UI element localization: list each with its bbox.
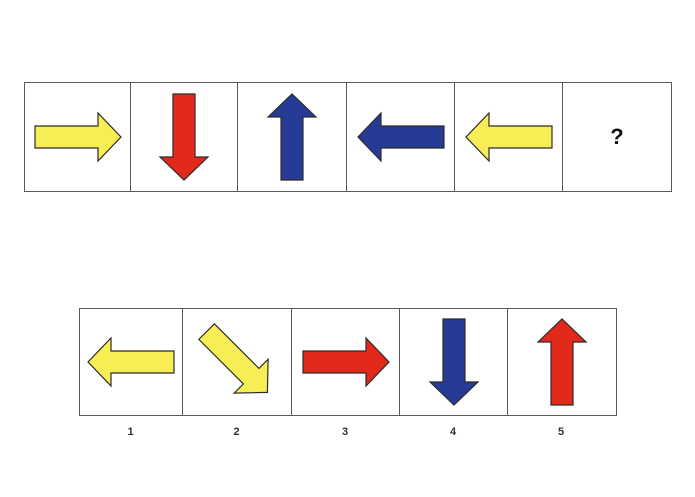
arrow-shape: [158, 93, 210, 181]
answer-option-1[interactable]: [80, 309, 183, 415]
arrow-up-icon: [516, 316, 608, 408]
answer-label-1: 1: [127, 426, 134, 438]
arrow-left-icon: [85, 316, 177, 408]
arrow-right-icon: [300, 316, 392, 408]
arrow-up-icon: [246, 91, 338, 183]
answer-label-4: 4: [449, 426, 457, 438]
sequence-cell-2: [131, 83, 238, 191]
sequence-cell-4: [347, 83, 455, 191]
arrow-shape: [464, 111, 553, 163]
arrow-shape: [428, 318, 479, 406]
arrow-shape: [266, 93, 318, 181]
answer-option-3[interactable]: [292, 309, 400, 415]
arrow-left-icon: [355, 91, 447, 183]
arrow-shape: [197, 322, 269, 394]
answer-label-2: 2: [233, 426, 240, 438]
arrow-down-right-icon: [191, 316, 283, 408]
sequence-cell-missing: ?: [563, 83, 671, 191]
answer-option-5[interactable]: [508, 309, 616, 415]
arrow-shape: [536, 318, 588, 406]
arrow-shape: [33, 111, 122, 163]
question-mark: ?: [610, 124, 624, 149]
arrow-shape: [87, 336, 175, 388]
arrow-down-icon: [408, 316, 500, 408]
arrow-down-icon: [138, 91, 230, 183]
arrow-shape: [301, 336, 390, 388]
answer-options-row: [79, 308, 617, 416]
question-sequence-row: ?: [24, 82, 672, 192]
answer-option-4[interactable]: [400, 309, 508, 415]
answer-option-2[interactable]: [183, 309, 292, 415]
arrow-right-icon: [32, 91, 124, 183]
sequence-cell-5: [455, 83, 563, 191]
sequence-cell-3: [238, 83, 347, 191]
sequence-cell-1: [25, 83, 131, 191]
arrow-shape: [356, 111, 445, 163]
answer-label-3: 3: [341, 426, 349, 438]
answer-label-5: 5: [557, 426, 565, 438]
answer-labels: 1 2 3 4 5: [79, 426, 615, 438]
arrow-left-icon: [463, 91, 555, 183]
